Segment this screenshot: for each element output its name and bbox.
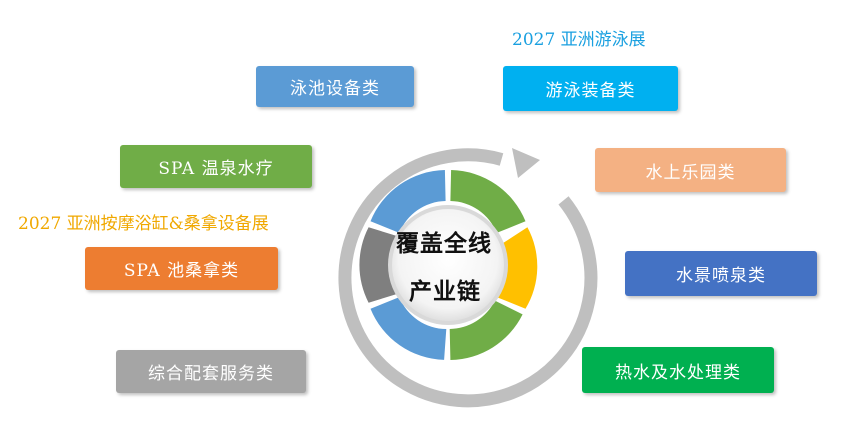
bath-expo-caption: 2027 亚洲按摩浴缸&桑拿设备展 [18,214,269,234]
outer-cycle-arrowhead [512,148,540,178]
outer-cycle-arrow [338,148,598,408]
pool-equipment-box: 泳池设备类 [256,66,414,107]
support-services-box: 综合配套服务类 [116,350,306,393]
center-title-line1: 覆盖全线 [396,231,492,257]
ring-segment-top-right [450,170,526,233]
water-park-box: 水上乐园类 [595,148,786,192]
spa-pool-sauna-box: SPA 池桑拿类 [85,247,278,290]
hot-water-treatment-box: 热水及水处理类 [582,347,774,393]
ring-segment-left [359,227,399,303]
ring-segment-bottom-right [449,300,523,360]
fountain-box: 水景喷泉类 [625,251,817,296]
ring-segment-top-left [370,170,446,233]
spa-hot-spring-box: SPA 温泉水疗 [120,145,312,188]
ring-segment-right [496,227,538,309]
ring-segment-bottom-left [370,297,447,360]
swim-equipment-box: 游泳装备类 [503,66,678,111]
center-title-line2: 产业链 [409,279,481,305]
ring-hub [392,209,504,321]
swim-expo-caption: 2027 亚洲游泳展 [512,30,646,50]
